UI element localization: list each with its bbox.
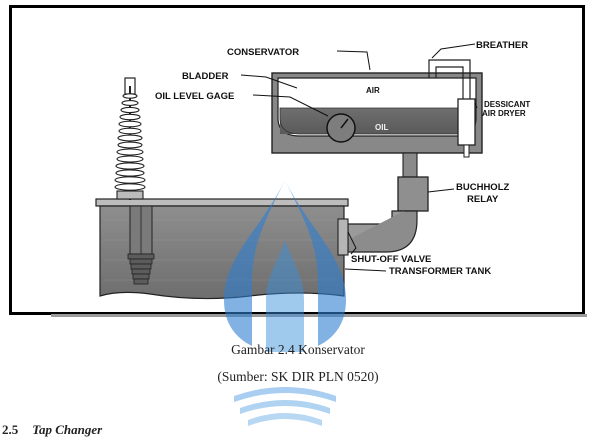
transformer-tank bbox=[95, 198, 349, 300]
label-buchholz-line2: RELAY bbox=[467, 194, 499, 205]
dessicant-air-dryer bbox=[457, 98, 476, 158]
conservator-tank bbox=[271, 72, 483, 154]
figure-caption: Gambar 2.4 Konservator bbox=[231, 342, 365, 357]
label-bladder: BLADDER bbox=[182, 71, 229, 82]
label-dessicant-line2: AIR DRYER bbox=[482, 109, 526, 118]
label-buchholz-line1: BUCHHOLZ bbox=[456, 182, 509, 193]
label-oil-level-gage: OIL LEVEL GAGE bbox=[155, 91, 234, 102]
label-dessicant-line1: DESSICANT bbox=[484, 100, 530, 109]
label-air: AIR bbox=[366, 86, 380, 95]
buchholz-relay bbox=[347, 152, 429, 253]
section-heading: 2.5 Tap Changer bbox=[2, 422, 102, 438]
oil-level-gage bbox=[326, 113, 356, 143]
leader-lines bbox=[240, 43, 478, 272]
label-oil: OIL bbox=[375, 123, 388, 132]
section-number: 2.5 bbox=[2, 422, 19, 437]
section-title: Tap Changer bbox=[32, 422, 103, 437]
breather-pipe bbox=[428, 59, 471, 99]
figure-source: (Sumber: SK DIR PLN 0520) bbox=[217, 369, 379, 384]
bushing-insulator bbox=[114, 77, 146, 200]
shut-off-valve bbox=[337, 218, 349, 256]
label-shutoff-valve: SHUT-OFF VALVE bbox=[351, 254, 431, 265]
conservator-diagram: CONSERVATOR BREATHER BLADDER OIL LEVEL G… bbox=[95, 40, 530, 300]
label-breather: BREATHER bbox=[476, 40, 528, 51]
label-conservator: CONSERVATOR bbox=[227, 47, 299, 58]
label-transformer-tank: TRANSFORMER TANK bbox=[389, 266, 491, 277]
